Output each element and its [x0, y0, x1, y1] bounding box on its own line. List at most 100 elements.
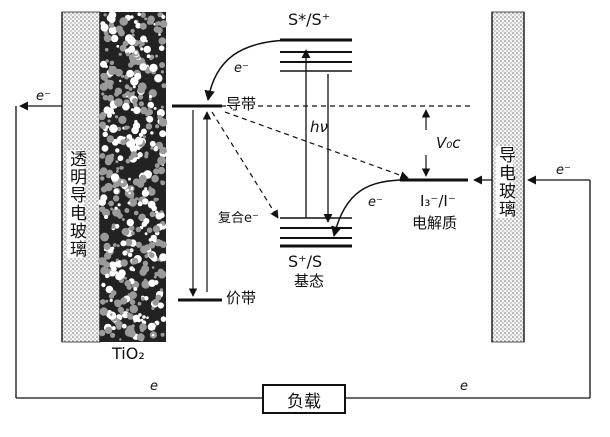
tio2-particle: [112, 207, 121, 217]
tio2-particle: [125, 52, 130, 57]
tio2-particle: [161, 15, 166, 19]
tio2-particle: [132, 85, 136, 89]
tio2-particle: [135, 22, 142, 29]
tio2-particle: [110, 207, 114, 211]
tio2-particle: [127, 36, 136, 46]
tio2-particle: [130, 15, 134, 19]
tio2-particle: [151, 174, 159, 183]
tio2-particle: [112, 195, 120, 202]
tio2-particle: [130, 151, 138, 158]
tio2-particle: [118, 52, 122, 56]
tio2-particle: [121, 323, 127, 329]
regeneration-electron-label: e⁻: [368, 195, 383, 210]
tio2-particle: [104, 47, 109, 52]
tio2-particle: [114, 98, 123, 107]
right-electrode-label: 导电玻璃: [495, 146, 515, 218]
tio2-particle: [147, 187, 156, 196]
regeneration-arrow: [331, 179, 406, 238]
tio2-particle: [125, 308, 129, 312]
tio2-particle: [104, 252, 112, 260]
tio2-particle: [134, 51, 138, 55]
tio2-particle: [100, 266, 110, 276]
tio2-particle: [138, 94, 144, 100]
load-label: 负载: [287, 391, 321, 412]
tio2-particle: [108, 15, 116, 24]
bottom-right-electron-label: e: [460, 379, 468, 394]
tio2-particle: [114, 223, 120, 229]
tio2-particle: [160, 70, 164, 74]
tio2-particle: [145, 123, 153, 130]
tio2-particle: [107, 94, 114, 102]
tio2-particle: [137, 201, 143, 207]
tio2-particle: [152, 238, 157, 243]
tio2-particle: [98, 198, 107, 206]
tio2-particle: [101, 123, 105, 127]
tio2-particle: [104, 214, 109, 220]
tio2-particle: [144, 232, 148, 236]
tio2-particle: [115, 160, 119, 164]
tio2-particle: [142, 135, 146, 139]
tio2-particle: [133, 210, 139, 216]
tio2-particle: [150, 131, 154, 135]
tio2-particle: [127, 252, 133, 258]
tio2-particle: [149, 211, 156, 218]
tio2-particle: [159, 130, 167, 138]
tio2-particle: [98, 113, 106, 121]
tio2-particle: [138, 101, 144, 107]
tio2-particle: [104, 273, 110, 279]
tio2-particle: [122, 136, 126, 140]
tio2-particle: [131, 126, 139, 135]
tio2-particle: [127, 34, 131, 38]
tio2-particle: [159, 253, 168, 262]
tio2-particle: [100, 232, 109, 242]
tio2-particle: [140, 338, 144, 342]
tio2-particle: [120, 259, 128, 267]
injection-electron-label: e⁻: [234, 61, 249, 76]
tio2-particle: [147, 106, 151, 110]
tio2-particle: [127, 185, 131, 190]
tio2-particle: [124, 84, 130, 90]
tio2-particle: [156, 27, 163, 34]
tio2-particle: [159, 20, 168, 28]
tio2-particle: [149, 54, 155, 60]
tio2-particle: [118, 269, 126, 278]
tio2-particle: [160, 105, 164, 109]
tio2-particle: [111, 13, 115, 16]
tio2-particle: [101, 92, 105, 96]
tio2-particle: [108, 67, 117, 76]
tio2-particle: [105, 59, 109, 63]
tio2-particle: [131, 324, 135, 328]
tio2-particle: [157, 12, 163, 18]
tio2-particle: [120, 180, 124, 184]
tio2-particle: [141, 280, 150, 289]
tio2-particle: [114, 91, 119, 97]
tio2-particle: [115, 68, 123, 77]
tio2-particle: [129, 299, 136, 306]
tio2-particle: [119, 44, 127, 52]
tio2-particle: [144, 17, 148, 21]
tio2-particle: [110, 153, 115, 158]
tio2-particle: [107, 309, 112, 315]
tio2-particle: [99, 206, 106, 213]
tio2-particle: [152, 225, 161, 233]
tio2-particle: [136, 180, 145, 188]
tio2-particle: [99, 329, 106, 337]
tio2-particle: [118, 178, 128, 188]
tio2-particle: [100, 299, 106, 305]
tio2-particle: [130, 108, 134, 112]
tio2-particle: [139, 323, 147, 331]
tio2-particle: [143, 45, 151, 54]
tio2-particle: [144, 244, 151, 251]
tio2-particle: [124, 125, 129, 130]
tio2-particle: [147, 101, 154, 109]
tio2-particle: [131, 33, 135, 37]
tio2-particle: [137, 319, 141, 323]
tio2-particle: [120, 139, 127, 146]
tio2-particle: [146, 316, 149, 320]
tio2-particle: [139, 63, 147, 71]
tio2-particle: [120, 240, 127, 247]
tio2-particle: [122, 40, 129, 47]
tio2-particle: [100, 72, 106, 79]
tio2-particle: [161, 83, 167, 89]
